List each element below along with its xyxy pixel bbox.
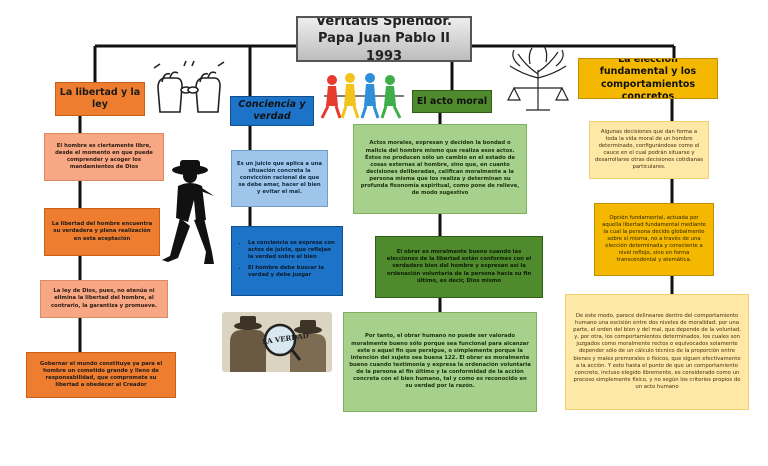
header-acto: El acto moral: [412, 90, 492, 113]
acto-box-1: Actos morales, expresan y deciden la bon…: [353, 124, 527, 214]
libertad-box-4: Gobernar el mundo constituye ya para el …: [26, 352, 176, 398]
libertad-box-4-text: Gobernar el mundo constituye ya para el …: [39, 360, 163, 389]
acto-box-2-text: El obrar es moralmente bueno cuando las …: [386, 249, 532, 284]
libertad-box-2: La libertad del hombre encuentra su verd…: [44, 208, 160, 256]
conciencia-bullet-list: La conciencia se expresa con actos de ju…: [238, 240, 336, 282]
magnifier-detectives-drawing: [222, 312, 332, 372]
thinker-silhouette-icon: [162, 160, 214, 264]
page-title-text: Veritatis Splendor. Papa Juan Pablo II 1…: [316, 16, 452, 62]
eleccion-box-1: Algunas decisiones que dan forma a toda …: [589, 121, 709, 179]
libertad-box-1-text: El hombre es ciertamente libre, desde el…: [55, 142, 153, 171]
eleccion-box-3-text: De este modo, parece delinearse dentro d…: [573, 312, 741, 391]
conciencia-bullet-2: El hombre debe buscar la verdad y debe j…: [248, 265, 336, 279]
tree-scales-icon: [507, 45, 569, 111]
header-conciencia-text: Conciencia y verdad: [238, 99, 306, 122]
chained-fists-icon: [153, 60, 225, 113]
libertad-box-2-text: La libertad del hombre encuentra su verd…: [51, 221, 153, 242]
acto-box-2: El obrar es moralmente bueno cuando las …: [375, 236, 543, 298]
conciencia-box-1-text: Es un juicio que aplica a una situación …: [237, 160, 322, 196]
eleccion-box-2: Opción fundamental, actuada por aquella …: [594, 203, 714, 276]
conciencia-box-1: Es un juicio que aplica a una situación …: [231, 150, 328, 207]
page-title: Veritatis Splendor. Papa Juan Pablo II 1…: [296, 16, 472, 62]
header-libertad: La libertad y la ley: [55, 82, 145, 116]
header-conciencia: Conciencia y verdad: [230, 96, 314, 126]
eleccion-box-3: De este modo, parece delinearse dentro d…: [565, 294, 749, 410]
header-libertad-text: La libertad y la ley: [59, 87, 141, 110]
conciencia-bullets: La conciencia se expresa con actos de ju…: [231, 226, 343, 296]
libertad-box-3: La ley de Dios, pues, no atenúa ni elimi…: [40, 280, 168, 318]
eleccion-box-1-text: Algunas decisiones que dan forma a toda …: [595, 128, 703, 171]
acto-box-1-text: Actos morales, expresan y deciden la bon…: [360, 140, 520, 197]
header-eleccion-text: La elección fundamental y los comportami…: [599, 58, 697, 99]
libertad-box-3-text: La ley de Dios, pues, no atenúa ni elimi…: [51, 288, 157, 309]
eleccion-box-2-text: Opción fundamental, actuada por aquella …: [602, 214, 706, 264]
tug-of-war-icon: [320, 73, 404, 119]
conciencia-bullet-1: La conciencia se expresa con actos de ju…: [248, 240, 336, 261]
header-acto-text: El acto moral: [416, 95, 488, 107]
acto-box-3: Por tanto, el obrar humano no puede ser …: [343, 312, 537, 412]
libertad-box-1: El hombre es ciertamente libre, desde el…: [44, 133, 164, 181]
acto-box-3-text: Por tanto, el obrar humano no puede ser …: [349, 333, 531, 390]
header-eleccion: La elección fundamental y los comportami…: [578, 58, 718, 99]
magnifier-detectives-icon: LA VERDAD: [222, 312, 332, 372]
